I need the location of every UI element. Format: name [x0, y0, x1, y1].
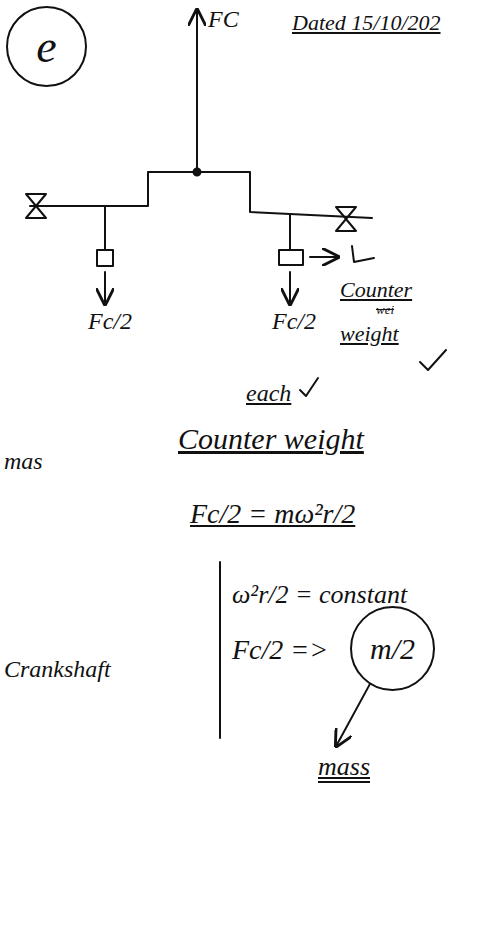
handwritten-note: Counter weight [340, 268, 450, 356]
handwritten-note: Crankshaft [4, 656, 111, 684]
note-text: e [36, 20, 56, 73]
handwritten-note: Fc/2 [88, 308, 132, 336]
handwritten-note: ω²r/2 = constant [232, 580, 407, 610]
pointer-arrow [336, 684, 370, 746]
force-arrow [289, 272, 291, 304]
hanger-line [104, 206, 106, 250]
check-mark [420, 350, 446, 370]
circled-note: m/2 [350, 606, 435, 691]
handwritten-note: Fc/2 => [232, 634, 328, 666]
pointer-arrow [310, 256, 338, 258]
handwritten-note: wei [376, 303, 394, 318]
bearing-symbol [26, 194, 46, 218]
handwritten-note: Counter weight [178, 422, 364, 457]
force-arrow [104, 272, 106, 304]
counterweight-box [97, 250, 113, 266]
divider-line [219, 562, 221, 738]
counterweight-box [279, 250, 303, 265]
handwritten-note: Fc/2 = mω²r/2 [190, 498, 355, 530]
handwritten-note: Dated 15/10/202 [292, 10, 441, 35]
handwritten-note: FC [208, 6, 239, 34]
crankshaft-line [30, 172, 372, 218]
handwritten-note: mass [318, 752, 370, 782]
bearing-symbol [336, 207, 356, 231]
pivot-dot [194, 169, 201, 176]
circled-note: e [6, 6, 87, 87]
check-mark [352, 246, 374, 262]
note-text: m/2 [370, 632, 415, 666]
handwritten-note: mas [4, 448, 43, 476]
handwritten-note: Fc/2 [272, 308, 316, 336]
handwritten-note: each [246, 380, 291, 408]
hanger-line [289, 214, 291, 250]
force-arrow [196, 10, 198, 170]
check-mark [300, 378, 318, 396]
